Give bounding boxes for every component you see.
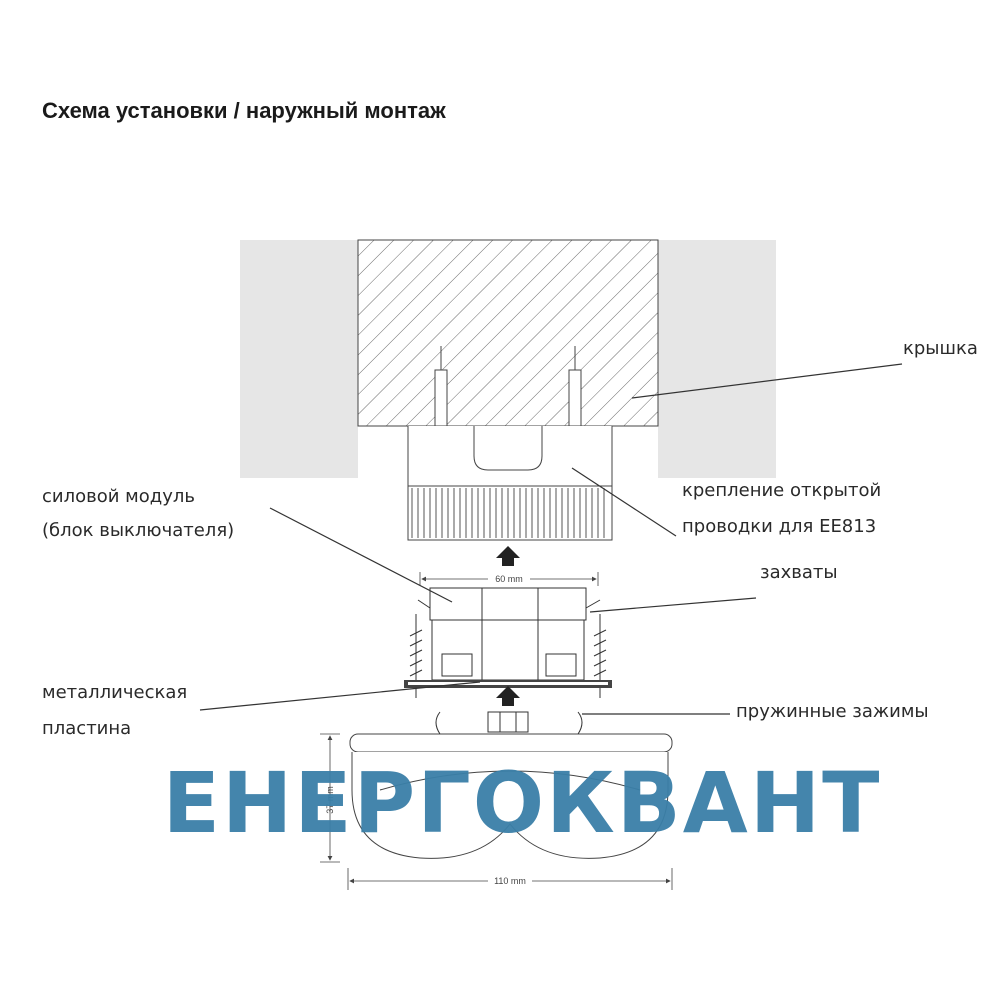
power-module — [417, 587, 601, 681]
dimension-60mm: 60 mm — [419, 572, 599, 586]
wall-left — [240, 240, 358, 478]
assembly-arrow-lower — [496, 686, 520, 706]
dimension-37mm: 37 mm — [320, 733, 340, 863]
leader-mount — [571, 467, 677, 537]
leader-cover — [631, 363, 903, 399]
leader-lines — [199, 363, 903, 715]
ceiling-section — [357, 239, 659, 427]
metal-plate — [404, 680, 612, 688]
label-springs: пружинные зажимы — [736, 701, 929, 722]
label-mount-line1: крепление открытой — [682, 480, 882, 501]
box-ribs — [411, 488, 605, 538]
leader-grips — [589, 597, 757, 613]
assembly-arrow-upper — [496, 546, 520, 566]
watermark-logo: ЕНЕРГОКВАНТ — [163, 754, 882, 852]
label-grips: захваты — [760, 562, 838, 583]
label-plate-line2: пластина — [42, 718, 132, 739]
dimension-37mm-label: 37 mm — [325, 786, 335, 814]
leader-power-module — [269, 507, 453, 603]
label-power-line2: (блок выключателя) — [42, 520, 235, 541]
leader-plate — [199, 681, 481, 711]
light-fixture — [349, 733, 673, 859]
label-plate-line1: металлическая — [42, 682, 188, 703]
dimension-110mm-label: 110 mm — [494, 876, 526, 886]
label-power-line1: силовой модуль — [42, 486, 195, 507]
dimension-60mm-label: 60 mm — [495, 574, 523, 584]
surface-mount-box — [407, 426, 613, 541]
label-mount-line2: проводки для EE813 — [682, 516, 877, 537]
dimension-110mm: 110 mm — [347, 868, 673, 890]
diagram-title: Схема установки / наружный монтаж — [42, 98, 446, 123]
svg-text:ЕНЕРГОКВАНТ: ЕНЕРГОКВАНТ — [163, 754, 882, 852]
spring-clips — [435, 711, 583, 735]
label-cover: крышка — [903, 338, 978, 359]
wall-right — [658, 240, 776, 478]
